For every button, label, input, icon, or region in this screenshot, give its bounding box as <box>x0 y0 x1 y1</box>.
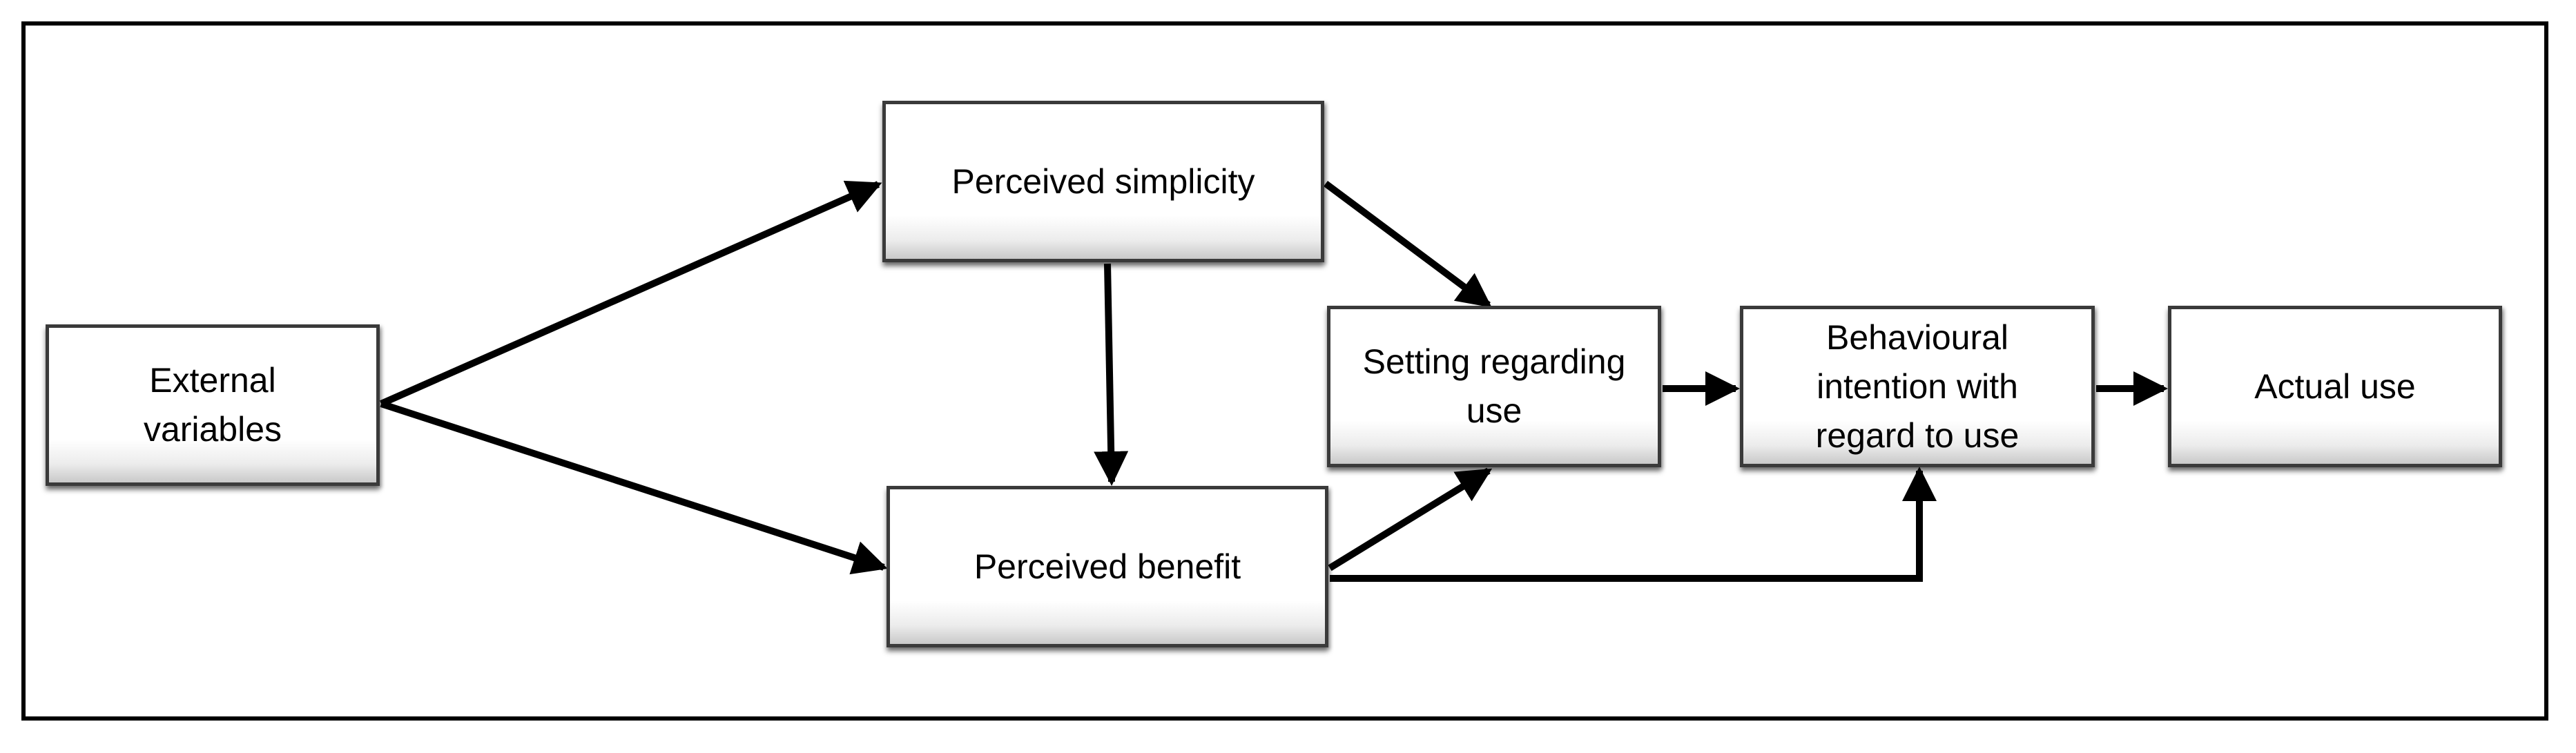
node-perceived-benefit-label: Perceived benefit <box>974 547 1241 586</box>
arrow-simplicity-to-benefit <box>1094 263 1129 486</box>
node-actual-use: Actual use <box>2168 306 2502 467</box>
node-behavioural-intention-label: Behavioural intention with regard to use <box>1815 317 2020 455</box>
node-perceived-benefit: Perceived benefit <box>887 486 1328 647</box>
arrow-external-to-benefit <box>380 400 888 575</box>
node-actual-use-label: Actual use <box>2254 366 2416 406</box>
node-behavioural-intention: Behavioural intention with regard to use <box>1740 306 2095 467</box>
arrow-benefit-to-setting <box>1328 467 1493 571</box>
arrow-benefit-to-intention <box>1330 467 1937 582</box>
node-setting-regarding-use-label: Setting regarding use <box>1362 342 1626 430</box>
node-external-variables: External variables <box>46 324 380 486</box>
arrow-external-to-simplicity <box>379 180 882 407</box>
node-perceived-simplicity: Perceived simplicity <box>882 101 1324 262</box>
node-setting-regarding-use: Setting regarding use <box>1327 306 1661 467</box>
diagram-frame <box>21 21 2548 721</box>
node-perceived-simplicity-label: Perceived simplicity <box>951 162 1255 201</box>
arrow-simplicity-to-setting <box>1324 180 1492 309</box>
node-external-variables-label: External variables <box>143 361 282 449</box>
